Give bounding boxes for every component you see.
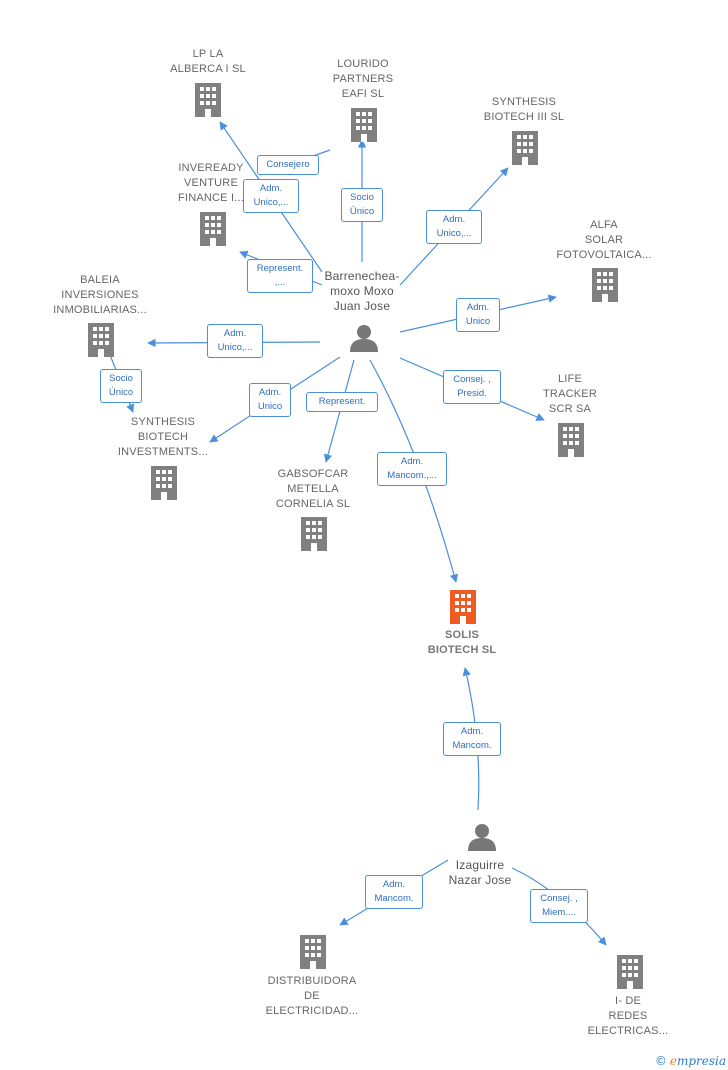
- building-icon-solis[interactable]: [450, 590, 476, 624]
- building-icon-synth-inv[interactable]: [151, 466, 177, 500]
- brand-initial: e: [669, 1054, 677, 1068]
- node-label-lourido[interactable]: LOURIDO PARTNERS EAFI SL: [332, 58, 394, 100]
- edge-label-solis-b[interactable]: Adm. Mancom.,...: [377, 452, 447, 486]
- building-icon-gabsofcar[interactable]: [301, 517, 327, 551]
- building-icon-synth3[interactable]: [512, 131, 538, 165]
- brand-footer[interactable]: ©empresia: [655, 1054, 726, 1068]
- building-icon-lourido[interactable]: [351, 108, 377, 142]
- edge-label-distrib[interactable]: Adm. Mancom.: [365, 875, 423, 909]
- edge-label-synth3[interactable]: Adm. Unico,...: [426, 210, 482, 244]
- edge-label-alfa[interactable]: Adm. Unico: [456, 298, 500, 332]
- edge-label-life[interactable]: Consej. , Presid.: [443, 370, 501, 404]
- node-label-solis[interactable]: SOLIS BIOTECH SL: [427, 629, 497, 656]
- copyright-icon: ©: [654, 1054, 667, 1068]
- edge-label-lourido-socio[interactable]: Socio Único: [341, 188, 383, 222]
- node-label-life[interactable]: LIFE TRACKER SCR SA: [543, 373, 597, 415]
- edge-label-baleia[interactable]: Adm. Unico,...: [207, 324, 263, 358]
- building-icon-ide[interactable]: [617, 955, 643, 989]
- node-label-barrenechea[interactable]: Barrenechea- moxo Moxo Juan Jose: [324, 269, 400, 313]
- edge-label-synth-inv[interactable]: Adm. Unico: [249, 383, 291, 417]
- building-icon-inveready[interactable]: [200, 212, 226, 246]
- building-icon-life[interactable]: [558, 423, 584, 457]
- building-icon-distrib[interactable]: [300, 935, 326, 969]
- node-label-synth-inv[interactable]: SYNTHESIS BIOTECH INVESTMENTS...: [117, 416, 209, 458]
- node-label-synth3[interactable]: SYNTHESIS BIOTECH III SL: [483, 96, 565, 123]
- node-label-baleia[interactable]: BALEIA INVERSIONES INMOBILIARIAS...: [53, 274, 147, 316]
- node-label-distrib[interactable]: DISTRIBUIDORA DE ELECTRICIDAD...: [265, 975, 359, 1017]
- node-label-inveready[interactable]: INVEREADY VENTURE FINANCE I...: [178, 162, 244, 204]
- node-label-lp[interactable]: LP LA ALBERCA I SL: [170, 48, 246, 75]
- node-label-ide[interactable]: I- DE REDES ELECTRICAS...: [587, 995, 669, 1037]
- person-icon-izaguirre[interactable]: [468, 824, 496, 851]
- node-label-alfa[interactable]: ALFA SOLAR FOTOVOLTAICA...: [556, 219, 652, 261]
- edge-label-ide[interactable]: Consej. , Miem....: [530, 889, 588, 923]
- brand-name: mpresia: [676, 1054, 726, 1068]
- building-icon-lp[interactable]: [195, 83, 221, 117]
- edge-label-gabsofcar[interactable]: Represent.: [306, 392, 378, 412]
- person-icon-barrenechea[interactable]: [350, 325, 378, 352]
- building-icon-alfa[interactable]: [592, 268, 618, 302]
- edge-label-solis-i[interactable]: Adm. Mancom.: [443, 722, 501, 756]
- edge-label-inveready[interactable]: Represent. ,...: [247, 259, 313, 293]
- edge-label-baleia-synth[interactable]: Socio Único: [100, 369, 142, 403]
- edge-label-lp[interactable]: Adm. Unico,...: [243, 179, 299, 213]
- edge-label-lourido-consejero[interactable]: Consejero: [257, 155, 319, 175]
- building-icon-baleia[interactable]: [88, 323, 114, 357]
- node-label-gabsofcar[interactable]: GABSOFCAR METELLA CORNELIA SL: [275, 468, 351, 510]
- node-label-izaguirre[interactable]: Izaguirre Nazar Jose: [448, 858, 512, 887]
